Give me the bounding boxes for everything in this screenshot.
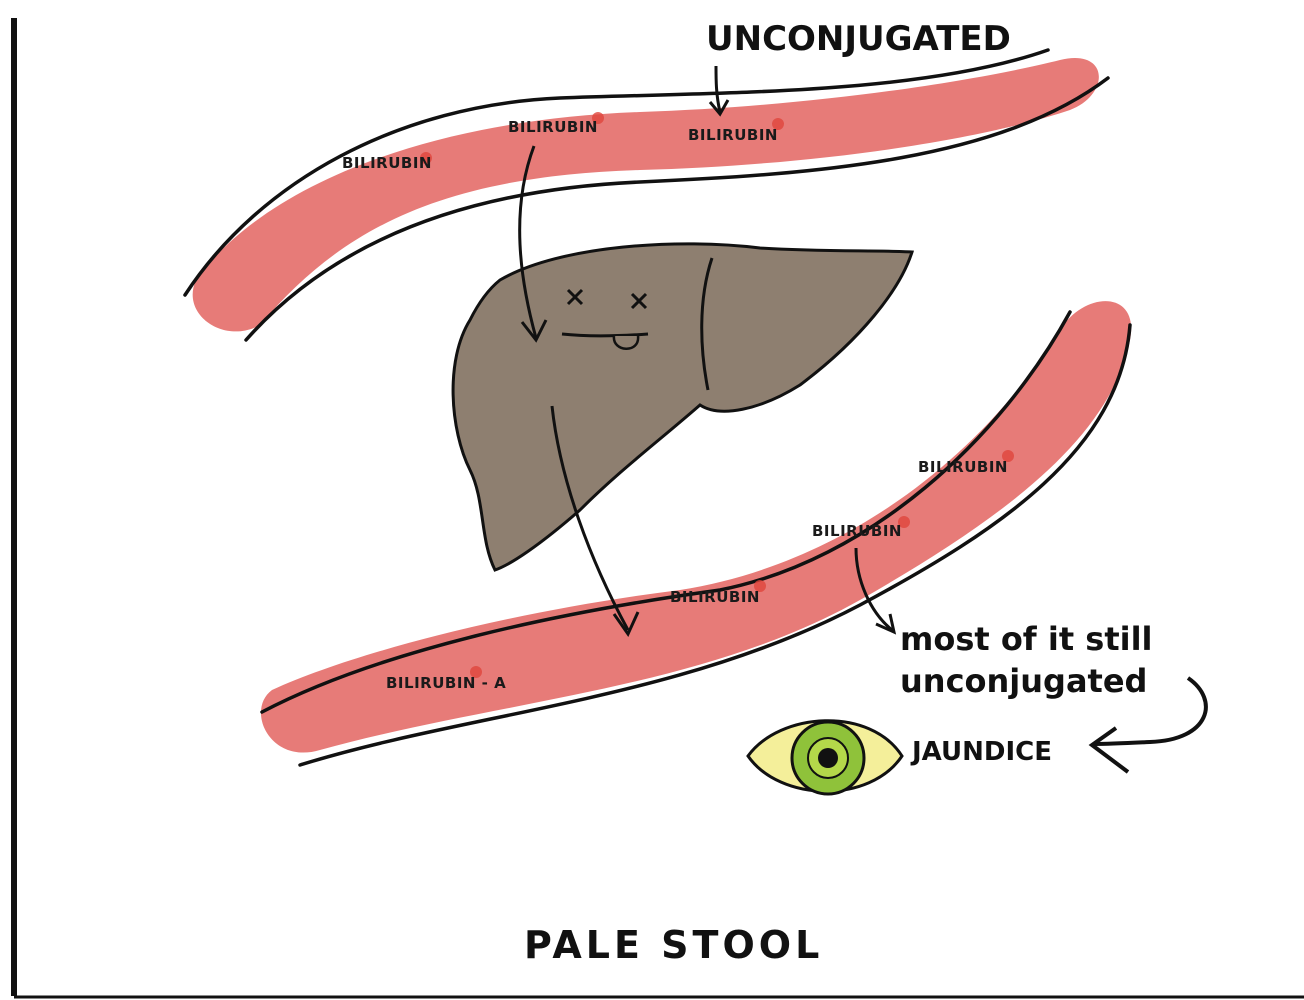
liver-tongue [614,336,638,349]
bilirubin-label-bottom-3: BILIRUBIN [670,588,760,606]
note-line-2: unconjugated [900,662,1147,700]
jaundice-label: JAUNDICE [910,737,1052,767]
jaundiced-eye-icon [748,721,902,794]
unconjugated-label: UNCONJUGATED [706,19,1011,59]
bilirubin-label-top-3: BILIRUBIN [688,126,778,144]
bilirubin-label-bottom-2: BILIRUBIN [812,522,902,540]
bilirubin-label-bottom-1: BILIRUBIN [918,458,1008,476]
pale-stool-label: PALE STOOL [524,923,823,967]
bilirubin-label-bottom-4: BILIRUBIN - A [386,674,506,692]
bilirubin-label-top-1: BILIRUBIN [342,154,432,172]
note-line-1: most of it still [900,620,1153,658]
arrow-to-jaundice-head [1092,728,1128,772]
arrow-unconjugated-down [716,66,720,112]
eye-pupil [818,748,838,768]
bilirubin-label-top-2: BILIRUBIN [508,118,598,136]
